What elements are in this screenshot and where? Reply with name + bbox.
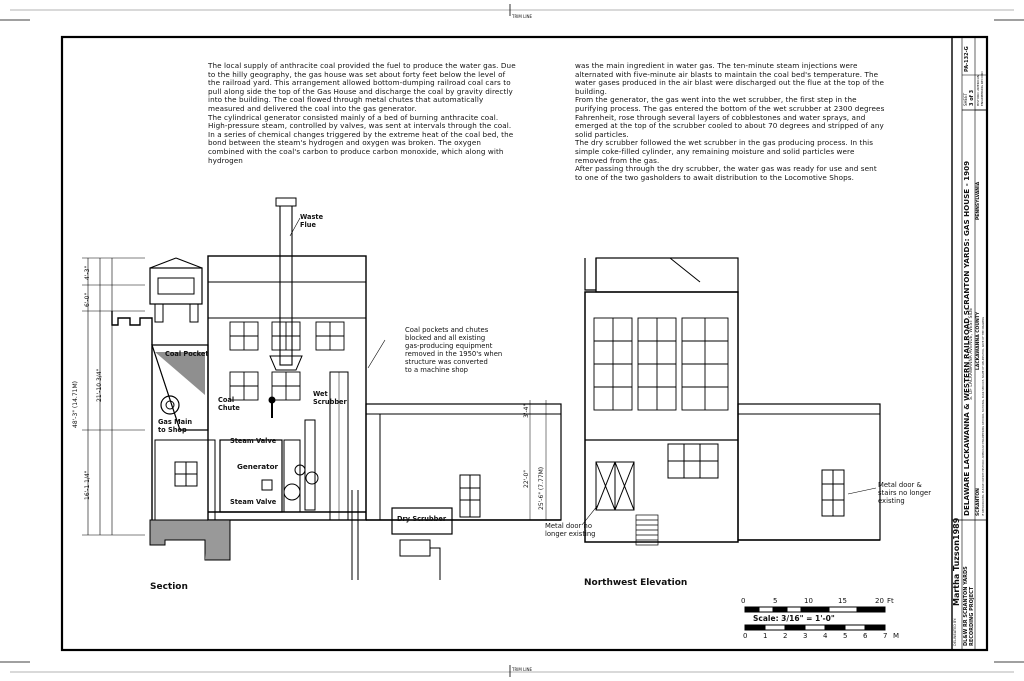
dim-22-0: 22'-0" bbox=[523, 469, 530, 488]
label-waste-flue: Waste Flue bbox=[300, 213, 324, 229]
dim-48-3: 48'-3" (14.71M) bbox=[72, 381, 79, 428]
tb-record-no: PA-132-G bbox=[964, 46, 970, 72]
narrative-right: was the main ingredient in water gas. Th… bbox=[575, 61, 885, 182]
tb-sheet-label: SHEET bbox=[963, 92, 968, 106]
tb-state: PENNSYLVANIA bbox=[976, 181, 981, 220]
label-coal-pocket: Coal Pocket bbox=[165, 350, 209, 358]
scale-m-0: 0 bbox=[743, 632, 748, 640]
label-dry-scrubber: Dry Scrubber bbox=[397, 515, 447, 523]
title-northwest-elevation: Northwest Elevation bbox=[584, 578, 688, 588]
tb-record: HISTORIC AMERICAN ENGINEERING RECORD bbox=[976, 71, 984, 106]
label-gas-main: Gas Main to Shop bbox=[158, 418, 193, 434]
label-coal-chute: Coal Chute bbox=[218, 396, 240, 412]
scale-ft-20: 20 bbox=[875, 597, 884, 605]
label-generator: Generator bbox=[237, 462, 279, 471]
scale-ft-unit: Ft bbox=[887, 597, 894, 605]
tb-sheet-value: 3 of 3 bbox=[969, 89, 975, 106]
scale-ft-15: 15 bbox=[838, 597, 847, 605]
label-wet-scrubber: Wet Scrubber bbox=[313, 390, 347, 406]
scale-bar bbox=[744, 606, 886, 631]
tb-county: LACKAWANNA COUNTY bbox=[976, 311, 981, 370]
title-section: Section bbox=[150, 582, 188, 592]
label-metal-door-1: Metal door no longer existing bbox=[545, 522, 596, 538]
tb-city: SCRANTON bbox=[976, 488, 981, 516]
tb-delineated-by: DELINEATED BY: bbox=[953, 617, 957, 646]
tb-delineator: Martha Tuzson bbox=[952, 540, 961, 606]
scale-meter-ticks: 0 1 2 3 4 5 6 7 M bbox=[743, 632, 903, 642]
label-metal-door-2: Metal door & stairs no longer existing bbox=[878, 481, 932, 505]
dim-21-10: 21'-10 3/4" bbox=[96, 368, 103, 402]
label-coal-pockets-note: Coal pockets and chutes blocked and all … bbox=[405, 326, 503, 374]
scale-m-2: 2 bbox=[783, 632, 788, 640]
section-view bbox=[82, 197, 562, 580]
scale-text: Scale: 3/16" = 1'-0" bbox=[753, 614, 835, 623]
tb-year: 1989 bbox=[952, 517, 961, 540]
scale-m-5: 5 bbox=[843, 632, 848, 640]
dim-25-6: 25'-6" (7.77M) bbox=[538, 466, 545, 510]
label-steam-valve-1: Steam Valve bbox=[230, 437, 277, 445]
narrative-left: The local supply of anthracite coal prov… bbox=[208, 61, 516, 165]
scale-feet-ticks: 0 5 10 15 20 Ft bbox=[741, 597, 901, 607]
trim-line-label-bottom: TRIM LINE bbox=[512, 667, 533, 672]
sheet-border bbox=[60, 35, 989, 652]
dim-16-1: 16'-1 1/4" bbox=[84, 470, 91, 500]
tb-project-2: RECORDING PROJECT bbox=[969, 586, 975, 646]
label-steam-valve-2: Steam Valve bbox=[230, 498, 277, 506]
scale-m-7: 7 bbox=[883, 632, 888, 640]
scale-m-4: 4 bbox=[823, 632, 828, 640]
scale-m-unit: M bbox=[893, 632, 900, 640]
scale-m-3: 3 bbox=[803, 632, 808, 640]
scale-m-6: 6 bbox=[863, 632, 868, 640]
scale-m-1: 1 bbox=[763, 632, 768, 640]
tb-small-note: IF REPRODUCED, PLEASE CREDIT: HISTORIC A… bbox=[982, 316, 985, 516]
dim-4-3: 4'-3" bbox=[84, 265, 91, 280]
tb-address: S. OF LACKAWANNA AVENUE, WEST SIDE bbox=[969, 307, 974, 400]
scale-ft-0: 0 bbox=[741, 597, 746, 605]
trim-line-label-top: TRIM LINE bbox=[512, 14, 533, 19]
scale-ft-10: 10 bbox=[804, 597, 813, 605]
dim-3-4: 3'-4" bbox=[523, 403, 530, 418]
scale-ft-5: 5 bbox=[773, 597, 778, 605]
elevation-view bbox=[289, 217, 881, 546]
dim-6-0: 6'-0" bbox=[84, 292, 91, 307]
